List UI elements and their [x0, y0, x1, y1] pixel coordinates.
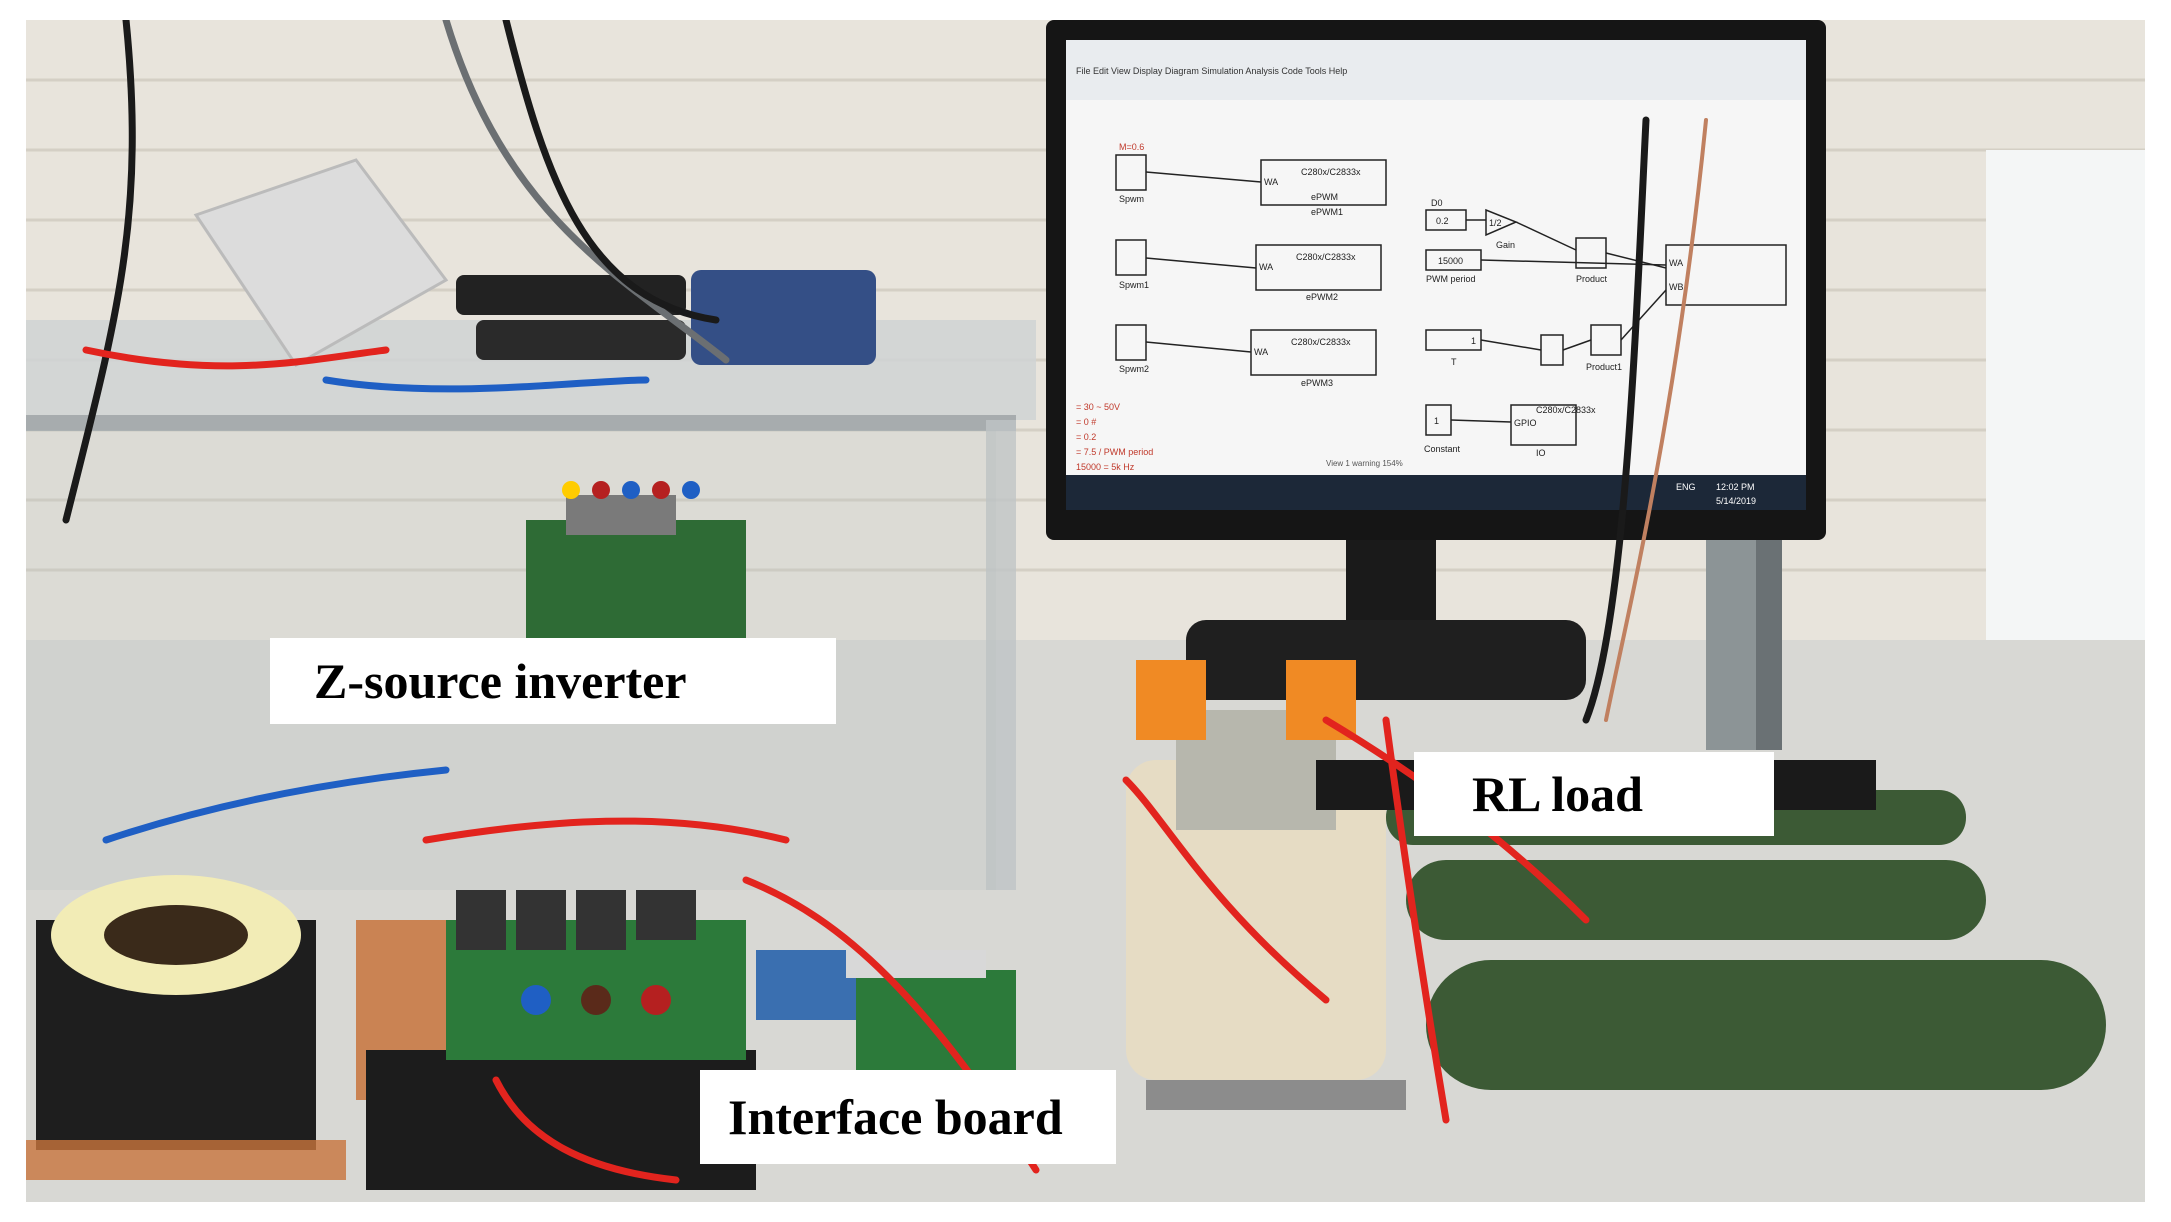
simulink-status: View 1 warning 154% [1326, 459, 1403, 468]
sim-product1: Product1 [1586, 362, 1622, 372]
sim-c2833-1: C280x/C2833x [1301, 167, 1361, 177]
sim-m-label: M=0.6 [1119, 142, 1144, 152]
window [1986, 150, 2145, 710]
sim-one: 1 [1471, 336, 1476, 346]
power-board [366, 890, 756, 1190]
sim-spwm1: Spwm1 [1119, 280, 1149, 290]
sim-pwm-period: PWM period [1426, 274, 1476, 284]
sim-constant: Constant [1424, 444, 1461, 454]
sim-d0-value: 0.2 [1436, 216, 1449, 226]
sim-t: T [1451, 357, 1457, 367]
sim-half: 1/2 [1489, 218, 1502, 228]
interface-board-hardware [756, 950, 1016, 1070]
sim-epwm-1: ePWM [1311, 192, 1338, 202]
sim-wa-1: WA [1264, 177, 1278, 187]
sim-c2833-3: C280x/C2833x [1291, 337, 1351, 347]
sim-annotation-1: = 30 ~ 50V [1076, 402, 1120, 412]
sim-epwm1: ePWM1 [1311, 207, 1343, 217]
z-source-inverter-label: Z-source inverter [270, 638, 836, 724]
sim-annotation-5: 15000 = 5k Hz [1076, 462, 1135, 472]
sim-annotation-4: = 7.5 / PWM period [1076, 447, 1153, 457]
sim-c2833-2: C280x/C2833x [1296, 252, 1356, 262]
sim-product: Product [1576, 274, 1608, 284]
sim-annotation-3: = 0.2 [1076, 432, 1096, 442]
sim-wa-4: WA [1669, 258, 1683, 268]
rl-load-label: RL load [1414, 752, 1774, 836]
taskbar-date: 5/14/2019 [1716, 496, 1756, 506]
interface-board-label: Interface board [700, 1070, 1116, 1164]
sim-const-one: 1 [1434, 416, 1439, 426]
toroid-inductor [26, 875, 446, 1180]
sim-pwm-value: 15000 [1438, 256, 1463, 266]
sim-wa-2: WA [1259, 262, 1273, 272]
simulink-menu: File Edit View Display Diagram Simulatio… [1076, 66, 1347, 76]
sim-io: IO [1536, 448, 1546, 458]
lab-setup-photo: File Edit View Display Diagram Simulatio… [26, 20, 2145, 1202]
sim-wa-3: WA [1254, 347, 1268, 357]
sim-gain: Gain [1496, 240, 1515, 250]
sim-epwm3: ePWM3 [1301, 378, 1333, 388]
sim-gpio: GPIO [1514, 418, 1537, 428]
sim-c2833-4: C280x/C2833x [1536, 405, 1596, 415]
sim-spwm: Spwm [1119, 194, 1144, 204]
oscilloscope-probe-box [691, 270, 876, 365]
taskbar-lang: ENG [1676, 482, 1696, 492]
sim-d0: D0 [1431, 198, 1443, 208]
sim-spwm2: Spwm2 [1119, 364, 1149, 374]
sim-wb: WB [1669, 282, 1684, 292]
sim-annotation-2: = 0 # [1076, 417, 1096, 427]
bubble-bag [193, 158, 449, 367]
z-source-board [526, 481, 746, 650]
sim-epwm2: ePWM2 [1306, 292, 1338, 302]
taskbar-clock: 12:02 PM [1716, 482, 1755, 492]
